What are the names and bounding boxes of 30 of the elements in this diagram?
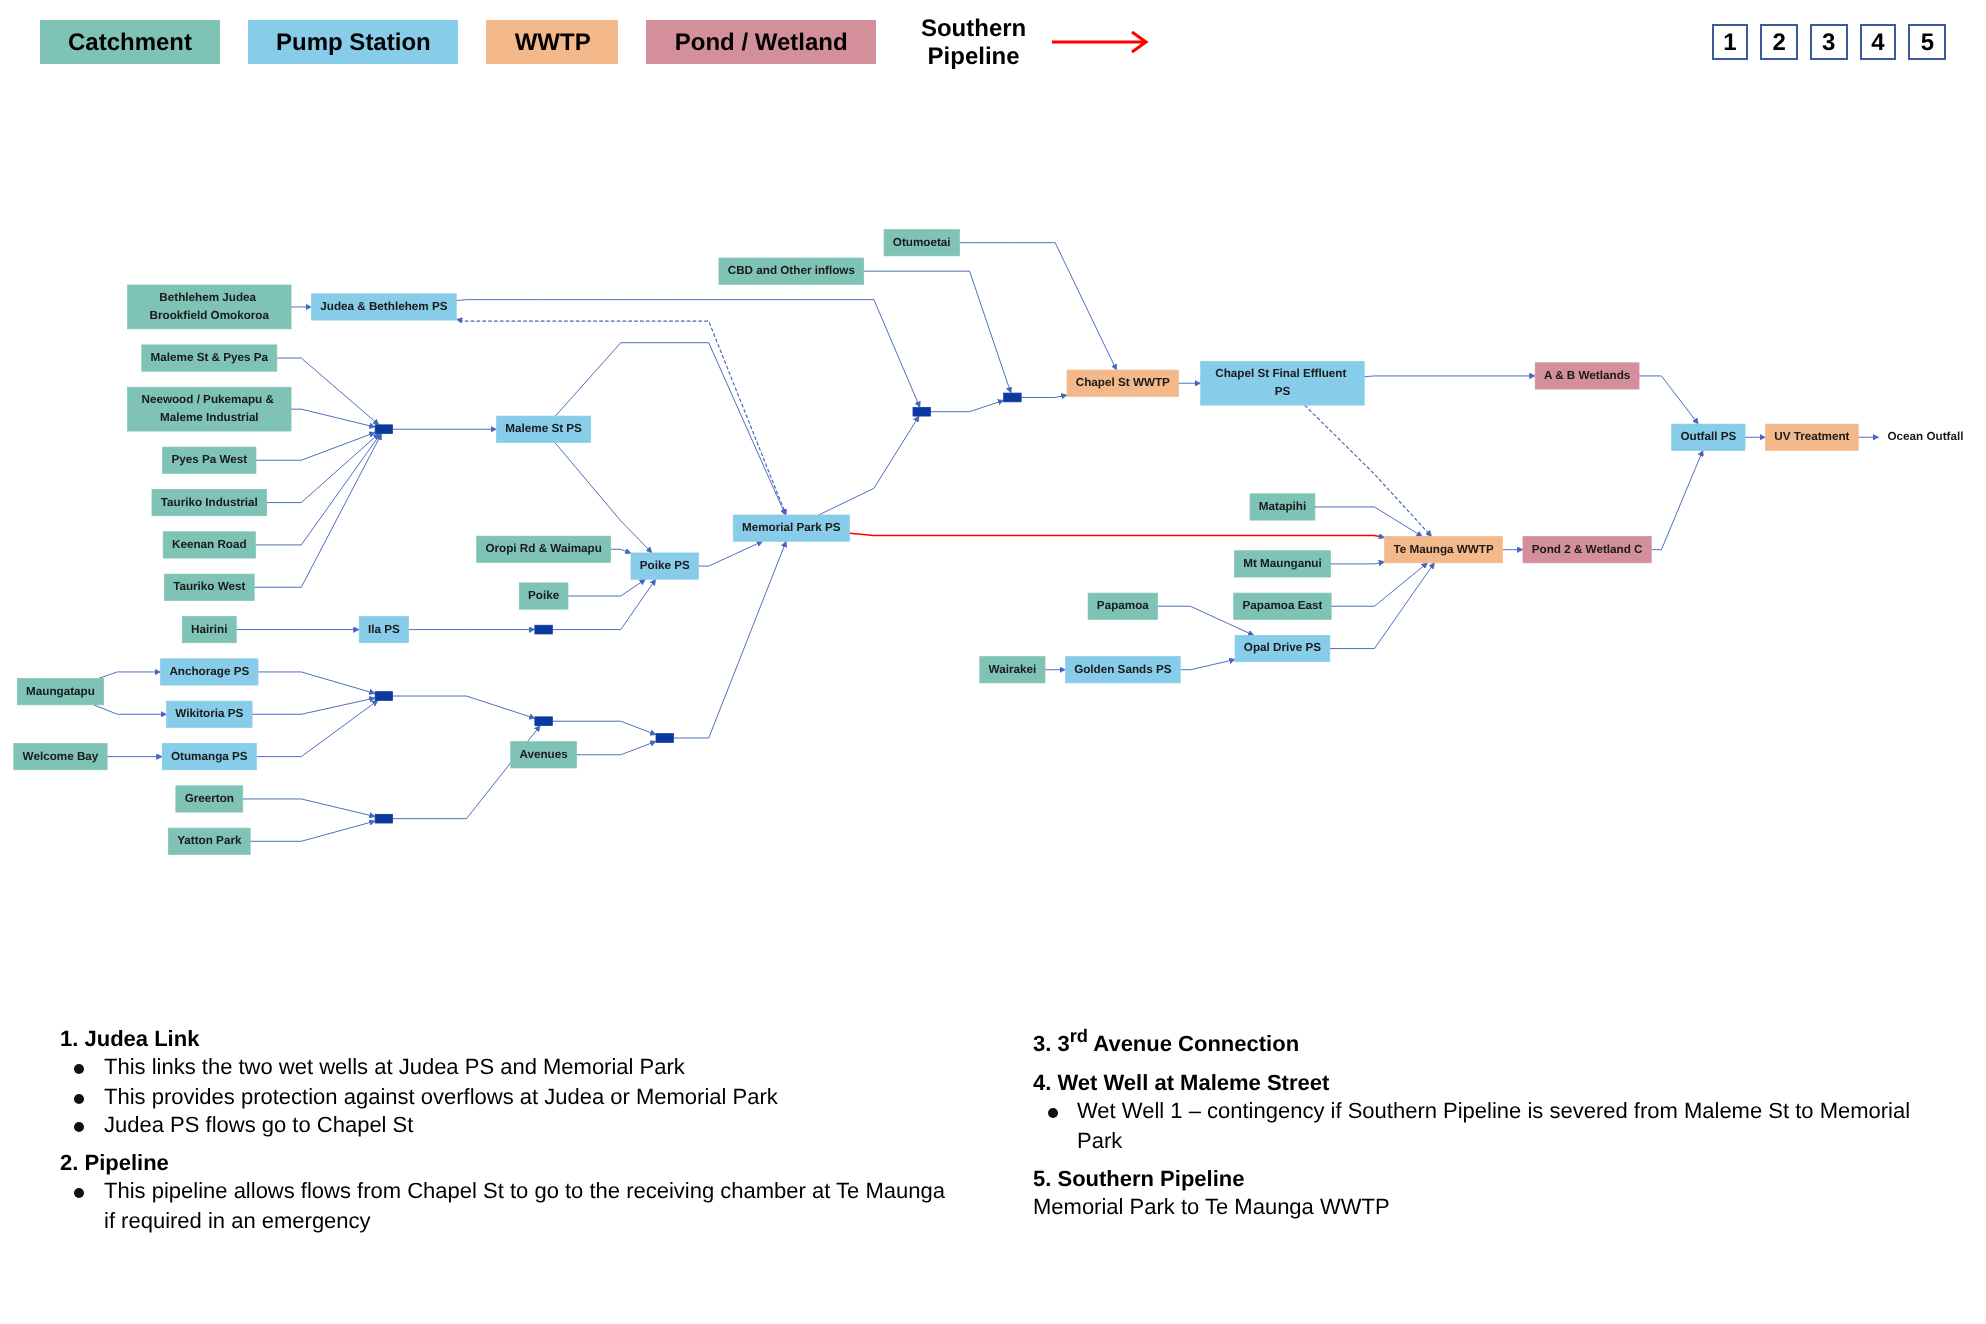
bullet-note: This links the two wet wells at Judea PS and Memorial Park	[104, 1056, 685, 1081]
legend-swatch: Catchment	[40, 20, 221, 64]
callout-number: 4	[1859, 24, 1897, 60]
node-box	[1003, 392, 1022, 403]
bullet-note: This pipeline allows flows from Chapel St to go to the receiving chamber at Te Maunga if required in an emergency	[104, 1180, 945, 1234]
node-box	[534, 716, 553, 726]
node-box	[534, 624, 553, 635]
node-box	[655, 733, 674, 743]
node-box	[374, 691, 393, 701]
callout-number: 5	[1908, 24, 1946, 60]
callout-number: 3	[1809, 24, 1848, 60]
arrow	[848, 532, 1385, 540]
legend-swatch: WWTP	[486, 20, 619, 64]
note-heading: 2. Pipeline	[60, 1150, 171, 1179]
bullet-note: Wet Well 1 – contingency if Southern Pipeline is severed from Maleme St to Memorial Park	[1077, 1100, 1911, 1154]
node-box	[374, 424, 393, 434]
legend-text: Southern Pipeline	[918, 14, 1029, 70]
bullet-note: This provides protection against overflows at Judea or Memorial Park	[104, 1085, 778, 1110]
bullet-note: Judea PS flows go to Chapel St	[104, 1113, 414, 1138]
callout-number: 1	[1711, 24, 1749, 60]
callout-number: 2	[1760, 24, 1798, 60]
note-heading: 5. Southern Pipeline	[1033, 1165, 1247, 1195]
node-box	[912, 406, 931, 417]
legend-swatch: Pond / Wetland	[646, 20, 876, 64]
note-heading: 1. Judea Link	[60, 1026, 202, 1055]
note-heading: 4. Wet Well at Maleme Street	[1033, 1069, 1332, 1099]
note-text: Memorial Park to Te Maunga WWTP	[1033, 1194, 1392, 1223]
node-box	[374, 813, 393, 824]
note-heading: 3. 3$^{rd}$ Avenue Connection	[1033, 1026, 1302, 1060]
legend-swatch: Pump Station	[248, 20, 459, 64]
